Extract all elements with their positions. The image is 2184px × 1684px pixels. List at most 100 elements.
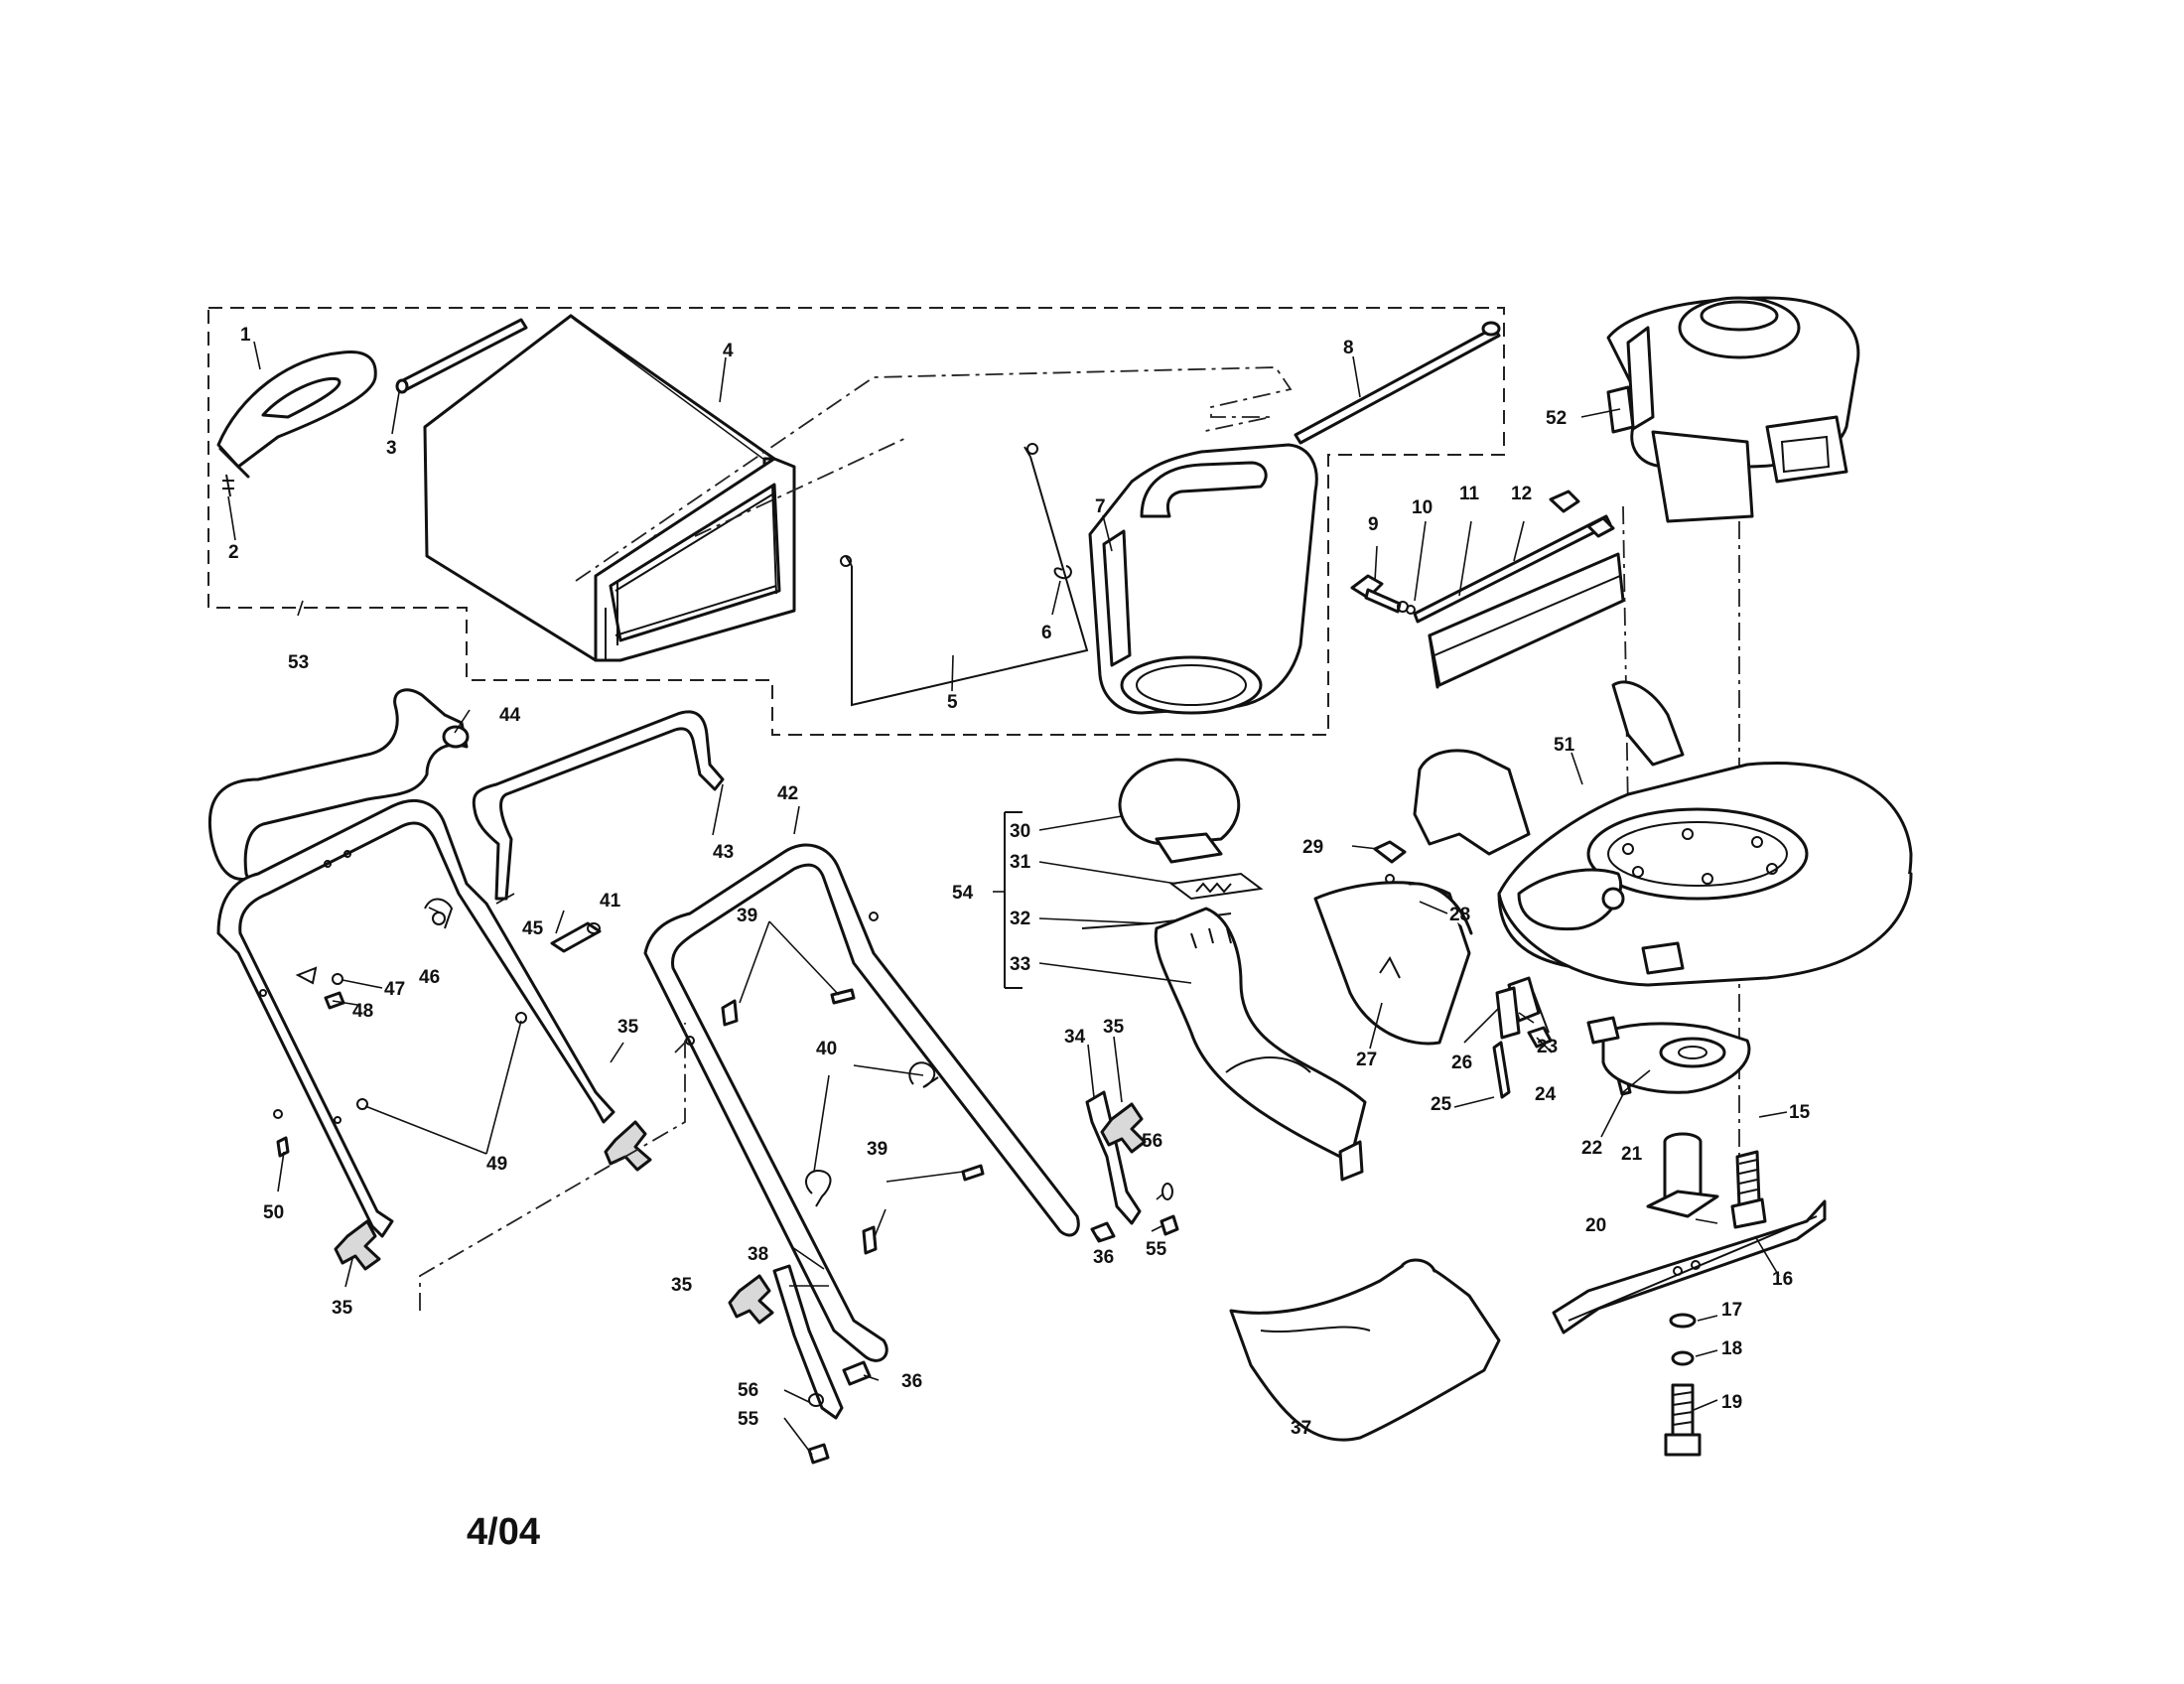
callout-7: 7 bbox=[1095, 496, 1106, 517]
grass-bag-assembly-boundary bbox=[207, 307, 1505, 736]
height-adjuster-part bbox=[1495, 986, 1521, 1040]
callout-45: 45 bbox=[522, 918, 544, 939]
callout-30: 30 bbox=[1010, 821, 1030, 842]
callout-29: 29 bbox=[1302, 837, 1323, 858]
callout-20: 20 bbox=[1585, 1215, 1606, 1236]
callout-3: 3 bbox=[386, 438, 397, 459]
callout-39-b: 39 bbox=[867, 1139, 887, 1160]
callout-34: 34 bbox=[1064, 1027, 1086, 1048]
knob-part bbox=[1373, 840, 1407, 884]
callout-16: 16 bbox=[1772, 1269, 1793, 1290]
callout-52: 52 bbox=[1546, 408, 1567, 429]
callout-6: 6 bbox=[1041, 623, 1052, 643]
blade-bolt-part bbox=[1664, 1383, 1702, 1457]
callout-labels: 1 2 3 4 53 5 6 7 8 9 10 11 12 52 51 44 4… bbox=[228, 325, 1811, 1439]
callout-23: 23 bbox=[1537, 1037, 1558, 1057]
callout-28: 28 bbox=[1449, 905, 1470, 925]
callout-49: 49 bbox=[486, 1154, 507, 1175]
mower-deck-part bbox=[1413, 680, 1913, 987]
callout-1: 1 bbox=[240, 325, 251, 346]
discharge-chute-part bbox=[1154, 907, 1367, 1182]
handle-bolt-part bbox=[273, 1109, 290, 1158]
callout-27: 27 bbox=[1356, 1050, 1377, 1070]
hinge-washer-part bbox=[1397, 601, 1416, 615]
lower-handle-part bbox=[643, 843, 1080, 1362]
nut-part bbox=[1527, 1026, 1553, 1049]
lock-washer-part bbox=[1671, 1350, 1695, 1366]
frame-dashed-outline bbox=[575, 366, 1293, 582]
callout-47: 47 bbox=[384, 979, 405, 1000]
callout-55-b: 55 bbox=[1146, 1239, 1167, 1260]
callout-11: 11 bbox=[1459, 484, 1480, 504]
callout-24: 24 bbox=[1535, 1084, 1557, 1105]
callout-5: 5 bbox=[947, 692, 958, 713]
assembly-line-handles bbox=[419, 1023, 686, 1311]
cable-tie-part bbox=[550, 921, 602, 953]
blade-washer-part bbox=[1669, 1313, 1697, 1329]
bag-back-cover-part bbox=[1088, 443, 1318, 715]
callout-26: 26 bbox=[1451, 1052, 1472, 1073]
callout-51: 51 bbox=[1554, 735, 1575, 756]
rear-flap-part bbox=[1428, 552, 1625, 689]
control-bail-part bbox=[472, 710, 725, 901]
rear-axle-rod-part bbox=[1294, 321, 1501, 445]
shaft-bolt-part bbox=[1492, 1041, 1511, 1099]
callout-41: 41 bbox=[600, 891, 621, 912]
wing-bolt-part bbox=[842, 1221, 1116, 1386]
grass-bag-part bbox=[423, 314, 796, 662]
callout-56-b: 56 bbox=[1142, 1131, 1162, 1152]
callout-43: 43 bbox=[713, 842, 734, 863]
callout-36-b: 36 bbox=[1093, 1247, 1114, 1268]
callout-37: 37 bbox=[1291, 1418, 1311, 1439]
handle-bracket-left-part bbox=[772, 1264, 844, 1420]
callout-35-a: 35 bbox=[617, 1017, 639, 1038]
cable-guide-part bbox=[295, 966, 343, 985]
engine-part bbox=[1606, 296, 1860, 523]
shoulder-bolt-part bbox=[807, 1214, 1179, 1465]
callout-53: 53 bbox=[288, 652, 309, 673]
callout-42: 42 bbox=[777, 783, 798, 804]
callout-39-a: 39 bbox=[737, 906, 757, 926]
callout-54: 54 bbox=[952, 883, 974, 904]
callout-35-c: 35 bbox=[671, 1275, 693, 1296]
frame-clip-part bbox=[1053, 565, 1072, 580]
callout-19: 19 bbox=[1721, 1392, 1742, 1413]
bag-handle-part bbox=[216, 350, 377, 479]
mulch-plug-part bbox=[1229, 1258, 1501, 1442]
handle-knob-part bbox=[334, 1219, 381, 1271]
handle-bolt-part bbox=[721, 988, 985, 1255]
callout-48: 48 bbox=[352, 1001, 373, 1022]
bolt-part bbox=[1730, 1150, 1767, 1229]
callout-44: 44 bbox=[499, 705, 521, 726]
callout-22: 22 bbox=[1581, 1138, 1602, 1159]
engine-mount-line-2 bbox=[1622, 505, 1629, 815]
hinge-bolt-part bbox=[1350, 574, 1402, 614]
handle-nut-part bbox=[356, 1012, 527, 1110]
callout-50: 50 bbox=[263, 1202, 284, 1223]
hinge-rod-part bbox=[1413, 490, 1615, 624]
blade-hub-part bbox=[1646, 1132, 1719, 1218]
callout-9: 9 bbox=[1368, 514, 1379, 535]
callout-55-a: 55 bbox=[738, 1409, 759, 1430]
callout-21: 21 bbox=[1621, 1144, 1643, 1165]
callout-12: 12 bbox=[1511, 484, 1532, 504]
callout-18: 18 bbox=[1721, 1338, 1742, 1359]
callout-35-d: 35 bbox=[1103, 1017, 1125, 1038]
cable-clip-part bbox=[424, 898, 454, 929]
chute-spring-part bbox=[1168, 872, 1264, 901]
callout-10: 10 bbox=[1412, 497, 1433, 518]
blade-part bbox=[1552, 1199, 1827, 1334]
callout-46: 46 bbox=[419, 967, 440, 988]
blade-adapter-part bbox=[1586, 1016, 1751, 1094]
hairpin-clip-part bbox=[805, 1061, 939, 1207]
date-code: 4/04 bbox=[467, 1511, 540, 1553]
handle-knob-part bbox=[728, 1274, 774, 1325]
side-discharge-deflector-part bbox=[1313, 881, 1473, 1046]
bag-wire-frame-part bbox=[840, 443, 1089, 707]
callout-2: 2 bbox=[228, 542, 239, 563]
callout-40: 40 bbox=[816, 1039, 837, 1059]
hand-grip-part bbox=[208, 688, 470, 882]
callout-33: 33 bbox=[1010, 954, 1030, 975]
handle-knob-part bbox=[1100, 1102, 1147, 1154]
